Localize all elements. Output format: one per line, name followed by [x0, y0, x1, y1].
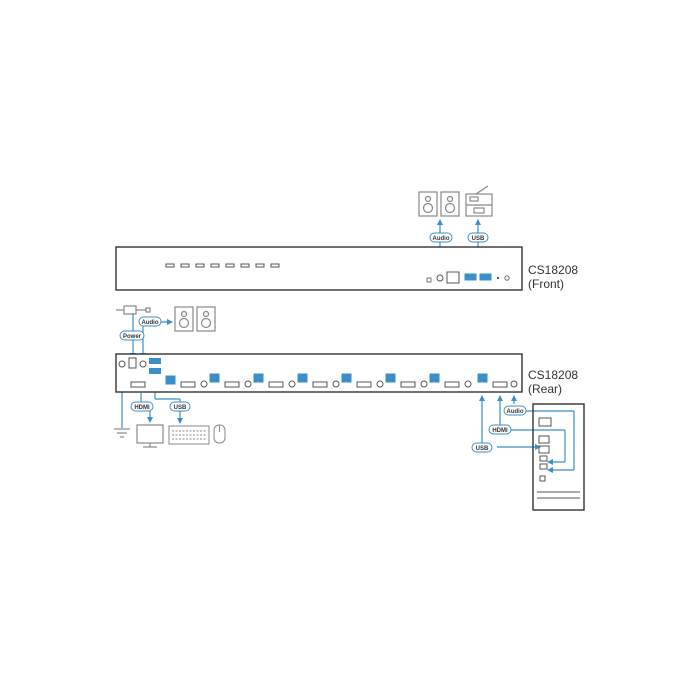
front-small-led [426, 277, 432, 283]
power-plug-icon [116, 305, 151, 315]
mouse-icon [213, 424, 226, 444]
label-rear-audio: Audio [138, 316, 162, 327]
label-pc-hdmi: HDMI [488, 424, 512, 435]
svg-text:Audio: Audio [507, 409, 524, 415]
label-pc-usb: USB [471, 442, 493, 453]
front-label: (Front) [528, 277, 564, 291]
front-model: CS18208 [528, 263, 579, 277]
monitor-icon [136, 424, 164, 448]
rear-model: CS18208 [528, 368, 579, 382]
label-rear-usb: USB [169, 401, 191, 412]
rear-computer-ports [165, 373, 518, 388]
rear-audio-jack [139, 360, 147, 368]
label-front-usb: USB [467, 232, 489, 243]
front-panel [115, 246, 523, 291]
rear-console-hdmi [130, 381, 146, 388]
label-front-audio: Audio [429, 232, 453, 243]
front-port-leds [165, 263, 280, 268]
svg-text:USB: USB [476, 446, 489, 452]
front-usb-port-1 [464, 273, 477, 281]
label-rear-hdmi: HDMI [130, 401, 154, 412]
rear-panel-title: CS18208 (Rear) [528, 368, 578, 396]
svg-text:Audio: Audio [142, 320, 159, 326]
svg-text:HDMI: HDMI [134, 405, 150, 411]
svg-text:USB: USB [174, 405, 187, 411]
front-usb-port-2 [479, 273, 492, 281]
computer-tower-icon [532, 403, 585, 511]
rear-label: (Rear) [528, 382, 563, 396]
front-panel-title: CS18208 (Front) [528, 263, 578, 291]
rear-ground-screw [118, 360, 126, 368]
rear-usb-hub-2 [149, 368, 161, 374]
svg-text:Power: Power [123, 334, 142, 340]
front-rj45-port [446, 271, 460, 284]
printer-icon [465, 185, 493, 217]
keyboard-icon [168, 425, 210, 445]
rear-usb-hub-1 [149, 358, 161, 364]
rear-panel [115, 353, 523, 393]
front-audio-jack [436, 274, 444, 282]
label-pc-audio: Audio [503, 405, 527, 416]
rear-speakers-icon [174, 306, 216, 332]
svg-text:USB: USB [472, 236, 485, 242]
label-rear-power: Power [119, 330, 145, 341]
rear-power-socket [128, 357, 137, 369]
ground-icon [114, 428, 130, 438]
svg-text:HDMI: HDMI [492, 428, 508, 434]
svg-text:Audio: Audio [433, 236, 450, 242]
front-speakers-icon [418, 191, 460, 217]
